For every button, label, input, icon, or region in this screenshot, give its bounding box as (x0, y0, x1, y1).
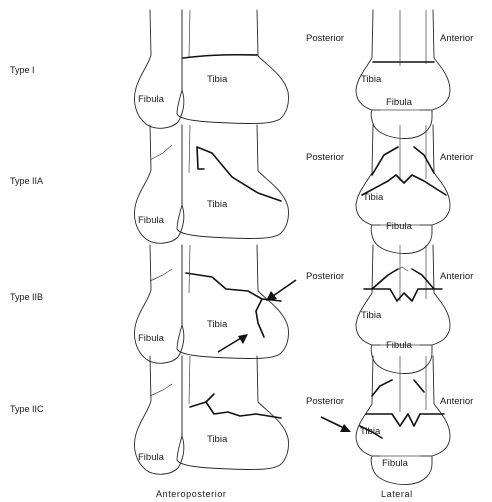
type-label-iia: Type IIA (10, 176, 43, 186)
type-iic-arrow (321, 417, 351, 432)
type-iia-lateral-drawing (356, 125, 450, 254)
type-i-lat-fibula-label: Fibula (386, 97, 413, 108)
type-iia-ap-fibula-label: Fibula (138, 215, 165, 226)
type-iia-lat-fibula-label: Fibula (386, 221, 413, 232)
type-i-ap-drawing (134, 10, 288, 128)
type-iic-ap-tibia-label: Tibia (207, 434, 228, 445)
type-iic-lat-fibula-label: Fibula (382, 458, 409, 469)
type-iib-lat-tibia-label: Tibia (361, 310, 382, 321)
type-i-lat-posterior-label: Posterior (306, 33, 344, 44)
view-label-anteroposterior: Anteroposterior (156, 489, 227, 499)
type-iic-lat-tibia-label: Tibia (360, 426, 381, 437)
type-i-lat-anterior-label: Anterior (440, 33, 473, 44)
type-iib-lat-anterior-label: Anterior (440, 271, 473, 282)
type-iia-lat-posterior-label: Posterior (306, 152, 344, 163)
type-iia-ap-tibia-label: Tibia (207, 199, 228, 210)
type-iib-ap-fibula-label: Fibula (138, 333, 165, 344)
type-iib-arrow-lower (218, 334, 248, 352)
view-label-lateral: Lateral (381, 489, 413, 499)
type-iic-lat-anterior-label: Anterior (440, 396, 473, 407)
type-iic-lat-posterior-label: Posterior (306, 396, 344, 407)
type-iib-lat-fibula-label: Fibula (386, 340, 413, 351)
type-i-lat-tibia-label: Tibia (361, 74, 382, 85)
type-i-ap-tibia-label: Tibia (207, 74, 228, 85)
type-label-iic: Type IIC (10, 404, 44, 414)
type-iia-lat-tibia-label: Tibia (363, 192, 384, 203)
type-label-i: Type I (10, 65, 35, 75)
type-iia-lat-anterior-label: Anterior (440, 152, 473, 163)
type-iib-arrow-upper (266, 280, 296, 301)
type-i-ap-fibula-label: Fibula (138, 94, 165, 105)
type-iib-lat-posterior-label: Posterior (306, 271, 344, 282)
type-iib-ap-tibia-label: Tibia (207, 319, 228, 330)
type-label-iib: Type IIB (10, 292, 43, 302)
type-iib-ap-drawing (134, 245, 288, 363)
type-iic-ap-fibula-label: Fibula (138, 452, 165, 463)
